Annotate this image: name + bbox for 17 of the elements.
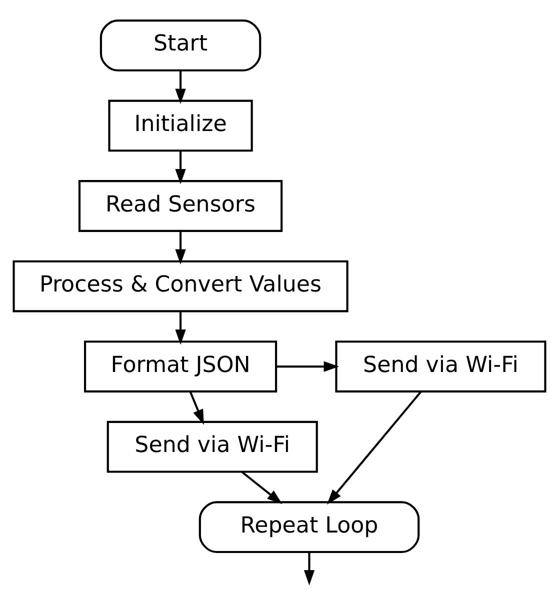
arrow — [326, 390, 422, 504]
node-box: Initialize — [108, 99, 253, 152]
arrow — [175, 70, 186, 104]
node-box: Send via Wi-Fi — [335, 340, 546, 392]
arrow — [241, 470, 282, 504]
node-box: Read Sensors — [78, 180, 283, 232]
node-box: Send via Wi-Fi — [106, 420, 318, 472]
arrow — [175, 230, 186, 264]
arrow — [304, 552, 315, 585]
node-box: Start — [100, 19, 262, 71]
node-box: Process & Convert Values — [12, 260, 348, 312]
arrow — [276, 360, 340, 372]
arrow — [175, 310, 186, 344]
node-box: Format JSON — [84, 340, 278, 392]
arrow — [189, 390, 204, 424]
node-box: Repeat Loop — [198, 500, 420, 553]
arrow — [175, 150, 186, 184]
